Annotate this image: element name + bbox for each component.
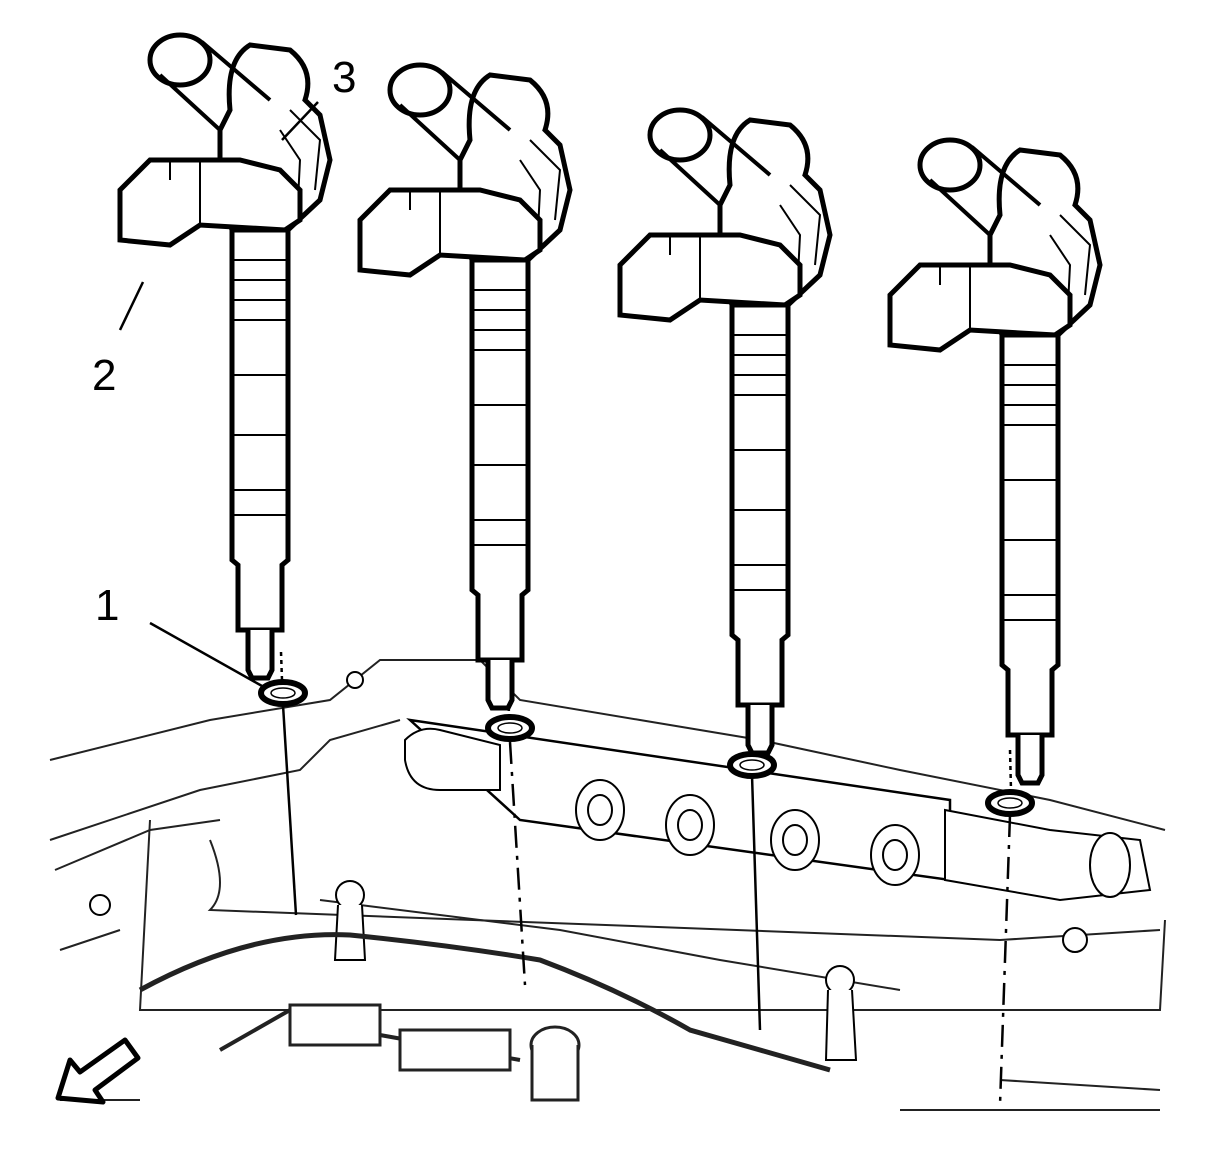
injector-seal-2: [488, 717, 532, 739]
front-direction-arrow-icon: [55, 1037, 141, 1105]
callout-leaders: [118, 101, 319, 688]
fuel-injector-1: [120, 35, 330, 678]
callout-1: 1: [95, 581, 120, 630]
fuel-injector-2: [360, 65, 570, 708]
callout-2: 2: [92, 351, 117, 400]
alignment-lines: [279, 651, 1013, 1106]
fuel-injector-4: [890, 140, 1100, 783]
fuel-injector-3: [620, 110, 830, 753]
injector-seal-3: [730, 754, 774, 776]
injector-seal-1: [261, 682, 305, 704]
engine-block: [49, 659, 1166, 1111]
callout-3: 3: [332, 53, 357, 102]
injector-seal-4: [988, 792, 1032, 814]
